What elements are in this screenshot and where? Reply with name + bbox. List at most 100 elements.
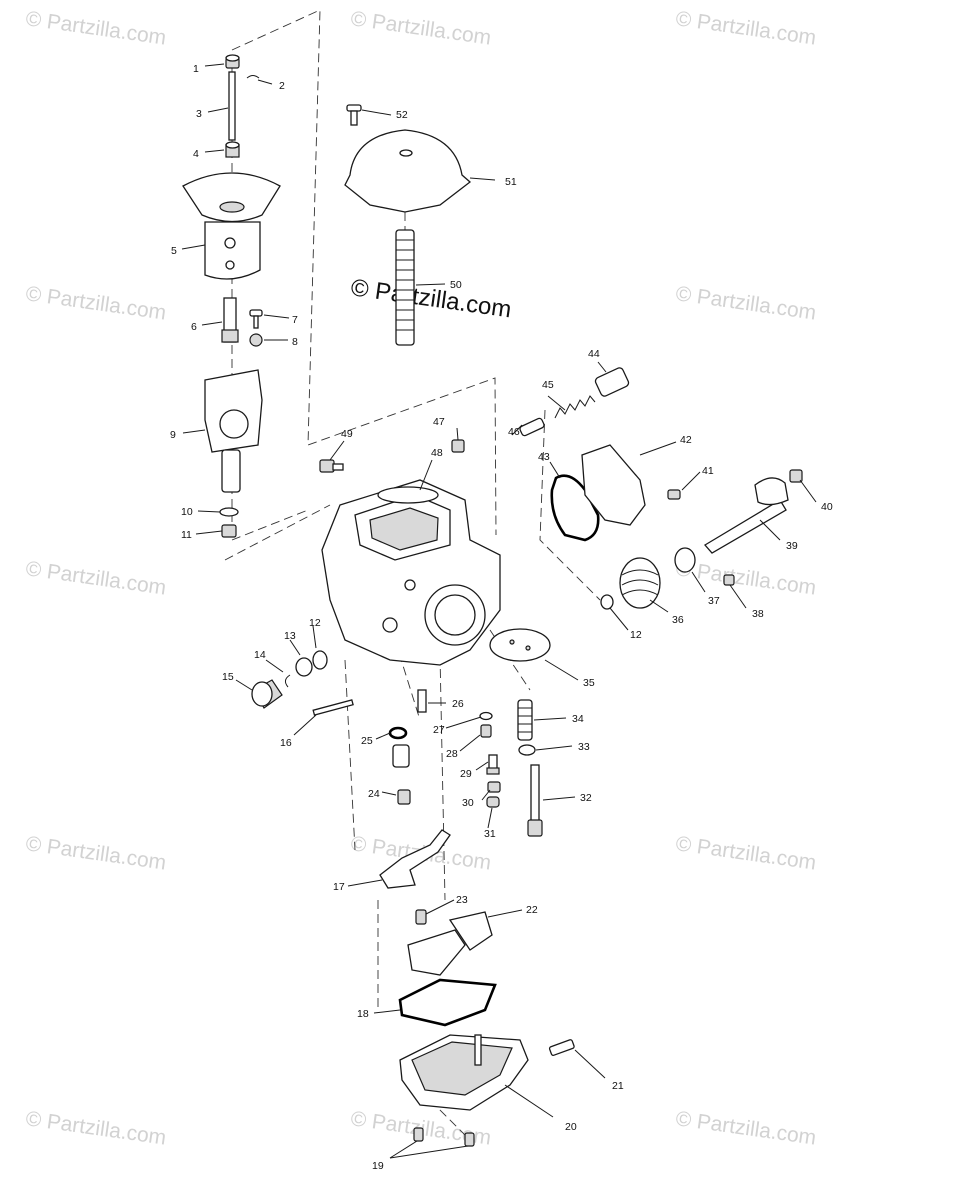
- callout-6: 6: [191, 321, 197, 333]
- callout-3: 3: [196, 108, 202, 120]
- callout-37: 37: [708, 595, 720, 607]
- part-27-o-ring: [479, 711, 493, 721]
- part-35-butterfly-plate: [489, 628, 551, 662]
- callout-12-right: 12: [630, 629, 642, 641]
- callout-17: 17: [333, 881, 345, 893]
- part-3-rod: [228, 71, 236, 141]
- callout-13: 13: [284, 630, 296, 642]
- part-12-washer: [600, 594, 614, 610]
- callout-40: 40: [821, 501, 833, 513]
- part-19-screw: [464, 1132, 475, 1147]
- watermark: © Partzilla.com: [24, 557, 167, 599]
- callout-52: 52: [396, 109, 408, 121]
- part-46-valve: [519, 417, 545, 437]
- callout-9: 9: [170, 429, 176, 441]
- part-7-screw: [249, 309, 263, 329]
- callout-1: 1: [193, 63, 199, 75]
- part-9-throttle-bracket: [204, 369, 263, 493]
- part-36-spring: [619, 557, 661, 609]
- part-42-cover: [581, 444, 646, 526]
- callout-29: 29: [460, 768, 472, 780]
- callout-26: 26: [452, 698, 464, 710]
- watermark: © Partzilla.com: [24, 1107, 167, 1149]
- part-51-top-cover: [344, 129, 472, 213]
- watermark: © Partzilla.com: [674, 832, 817, 874]
- callout-4: 4: [193, 148, 199, 160]
- part-14-clip: [284, 674, 291, 688]
- part-21-screw: [548, 1039, 575, 1056]
- callout-31: 31: [484, 828, 496, 840]
- part-18-bowl-gasket: [398, 978, 497, 1027]
- part-33-washer: [518, 744, 536, 756]
- part-15-cap: [251, 679, 283, 709]
- part-8-washer: [249, 333, 263, 347]
- callout-47: 47: [433, 416, 445, 428]
- callout-35: 35: [583, 677, 595, 689]
- part-4-spacer: [225, 141, 240, 158]
- callout-32: 32: [580, 792, 592, 804]
- callout-36: 36: [672, 614, 684, 626]
- callout-43: 43: [538, 451, 550, 463]
- part-52-screw: [346, 104, 362, 126]
- watermark: © Partzilla.com: [674, 1107, 817, 1149]
- part-10-o-ring: [219, 507, 239, 517]
- part-22-float: [407, 911, 493, 976]
- part-39-throttle-shaft: [703, 477, 789, 554]
- callout-34: 34: [572, 713, 584, 725]
- callout-38: 38: [752, 608, 764, 620]
- callout-45: 45: [542, 379, 554, 391]
- watermark: © Partzilla.com: [674, 7, 817, 49]
- callout-5: 5: [171, 245, 177, 257]
- part-45-spring: [554, 395, 596, 419]
- watermark: © Partzilla.com: [24, 7, 167, 49]
- callout-44: 44: [588, 348, 600, 360]
- part-23-screw: [415, 909, 427, 925]
- callout-8: 8: [292, 336, 298, 348]
- callout-25: 25: [361, 735, 373, 747]
- part-34-spring: [517, 699, 533, 741]
- callout-21: 21: [612, 1080, 624, 1092]
- part-24-float-valve: [392, 744, 411, 805]
- part-16-screw: [312, 699, 354, 716]
- part-47-plug: [451, 439, 465, 453]
- part-13-seal: [295, 657, 313, 677]
- callout-33: 33: [578, 741, 590, 753]
- part-32-screw: [527, 764, 543, 837]
- part-20-float-bowl: [399, 1034, 529, 1111]
- callout-22: 22: [526, 904, 538, 916]
- watermark: © Partzilla.com: [674, 282, 817, 324]
- part-40-nut: [789, 469, 803, 483]
- callout-11: 11: [181, 529, 192, 541]
- part-38-screw: [723, 574, 735, 586]
- part-28-spacer: [480, 724, 492, 738]
- callout-41: 41: [702, 465, 714, 477]
- callout-27: 27: [433, 724, 445, 736]
- part-48-flange: [377, 486, 439, 504]
- part-19-screw: [413, 1127, 424, 1142]
- callout-39: 39: [786, 540, 798, 552]
- callout-23: 23: [456, 894, 468, 906]
- part-2-clip: [246, 75, 260, 79]
- part-29-needle: [486, 754, 500, 775]
- part-44-cap: [594, 367, 630, 397]
- part-31-jet: [486, 796, 500, 808]
- part-43-gasket: [550, 474, 600, 542]
- center-watermark: © Partzilla.com: [349, 274, 513, 323]
- part-17-bracket: [379, 829, 451, 889]
- callout-15: 15: [222, 671, 234, 683]
- callout-labels: 1 2 3 4 5 6 7 8 9 10 11 12 13 14 15 16 1…: [170, 63, 833, 1172]
- watermark: © Partzilla.com: [24, 282, 167, 324]
- carburetor-body: [321, 479, 501, 666]
- callout-42: 42: [680, 434, 692, 446]
- callout-20: 20: [565, 1121, 577, 1133]
- leader-lines: [181, 63, 817, 1159]
- part-1-nut: [225, 54, 240, 69]
- part-30-pilot-jet: [487, 781, 501, 793]
- part-5-diaphragm-slide: [182, 172, 281, 280]
- watermark: © Partzilla.com: [24, 832, 167, 874]
- callout-2: 2: [279, 80, 285, 92]
- watermark: © Partzilla.com: [349, 7, 492, 49]
- part-37-bushing: [674, 547, 696, 573]
- callout-28: 28: [446, 748, 458, 760]
